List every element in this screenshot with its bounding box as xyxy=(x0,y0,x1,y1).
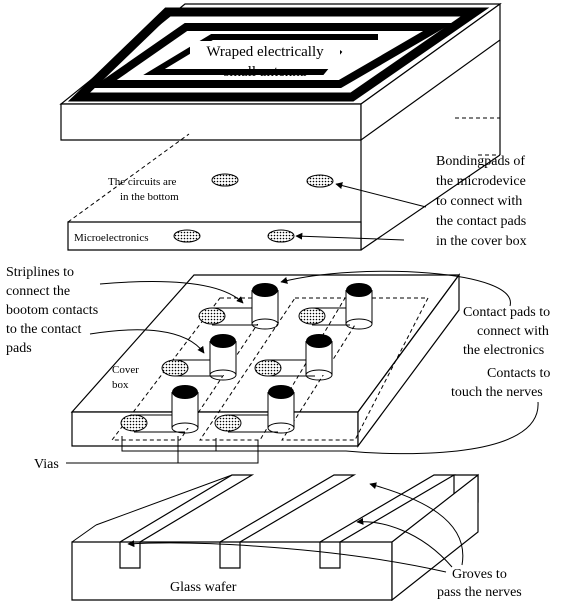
antenna-front-face xyxy=(61,104,361,140)
circuits-label-line2: in the bottom xyxy=(120,191,179,203)
bondingpads-label-line5: in the cover box xyxy=(436,234,527,249)
striplines-label-line5: pads xyxy=(6,341,32,356)
contacts-nerves-label-line2: touch the nerves xyxy=(451,385,543,400)
circuits-label-line1: The circuits are xyxy=(108,176,177,188)
contact-pad-bottom xyxy=(199,308,225,324)
contact-pads-label-line2: connect with xyxy=(477,324,549,339)
bonding-pad xyxy=(174,230,200,242)
cover-box-label-line1: Cover xyxy=(112,364,139,376)
contact-pad-bottom xyxy=(162,360,188,376)
bonding-pad xyxy=(212,174,238,186)
antenna-label-line2: small antenna xyxy=(224,64,307,80)
groves-label-line1: Groves to xyxy=(452,567,507,582)
via-contact xyxy=(268,385,294,399)
glass-wafer-layer: Glass wafer Groves to pass the nerves xyxy=(72,475,522,600)
bondingpad-arrow-top xyxy=(336,184,426,207)
via-contact xyxy=(210,334,236,348)
striplines-label-line3: bootom contacts xyxy=(6,303,98,318)
cover-box-label-line2: box xyxy=(112,379,129,391)
cover-box-layer: Cover box xyxy=(6,265,550,472)
striplines-label-line4: to the contact xyxy=(6,322,82,337)
contact-pads-label-line3: the electronics xyxy=(463,343,544,358)
striplines-label-line1: Striplines to xyxy=(6,265,74,280)
bondingpads-label-line4: the contact pads xyxy=(436,214,526,229)
via-contact xyxy=(172,385,198,399)
via-contact xyxy=(306,334,332,348)
microelectronics-label: Microelectronics xyxy=(74,232,149,244)
contact-pads-label-line1: Contact pads to xyxy=(463,305,550,320)
vias-label: Vias xyxy=(34,457,59,472)
bonding-pad xyxy=(268,230,294,242)
bondingpads-label-line1: Bondingpads of xyxy=(436,154,525,169)
striplines-label-line2: connect the xyxy=(6,284,70,299)
via-contact xyxy=(252,283,278,297)
bondingpads-label-line3: to connect with xyxy=(436,194,522,209)
groove-rail xyxy=(220,475,354,542)
contact-pad-bottom xyxy=(299,308,325,324)
bonding-pad xyxy=(307,175,333,187)
groves-label-line2: pass the nerves xyxy=(437,585,522,600)
contact-pad-bottom xyxy=(255,360,281,376)
contact-pad-bottom xyxy=(215,415,241,431)
via-contact xyxy=(346,283,372,297)
contact-pad-bottom xyxy=(121,415,147,431)
antenna-label-line1: Wraped electrically xyxy=(206,44,324,60)
antenna-layer: Wraped electrically small antenna xyxy=(61,4,500,140)
wafer-top-edge xyxy=(72,525,96,542)
bondingpads-label-line2: the microdevice xyxy=(436,174,526,189)
contacts-nerves-label-line1: Contacts to xyxy=(487,366,550,381)
glass-wafer-label: Glass wafer xyxy=(170,580,237,595)
